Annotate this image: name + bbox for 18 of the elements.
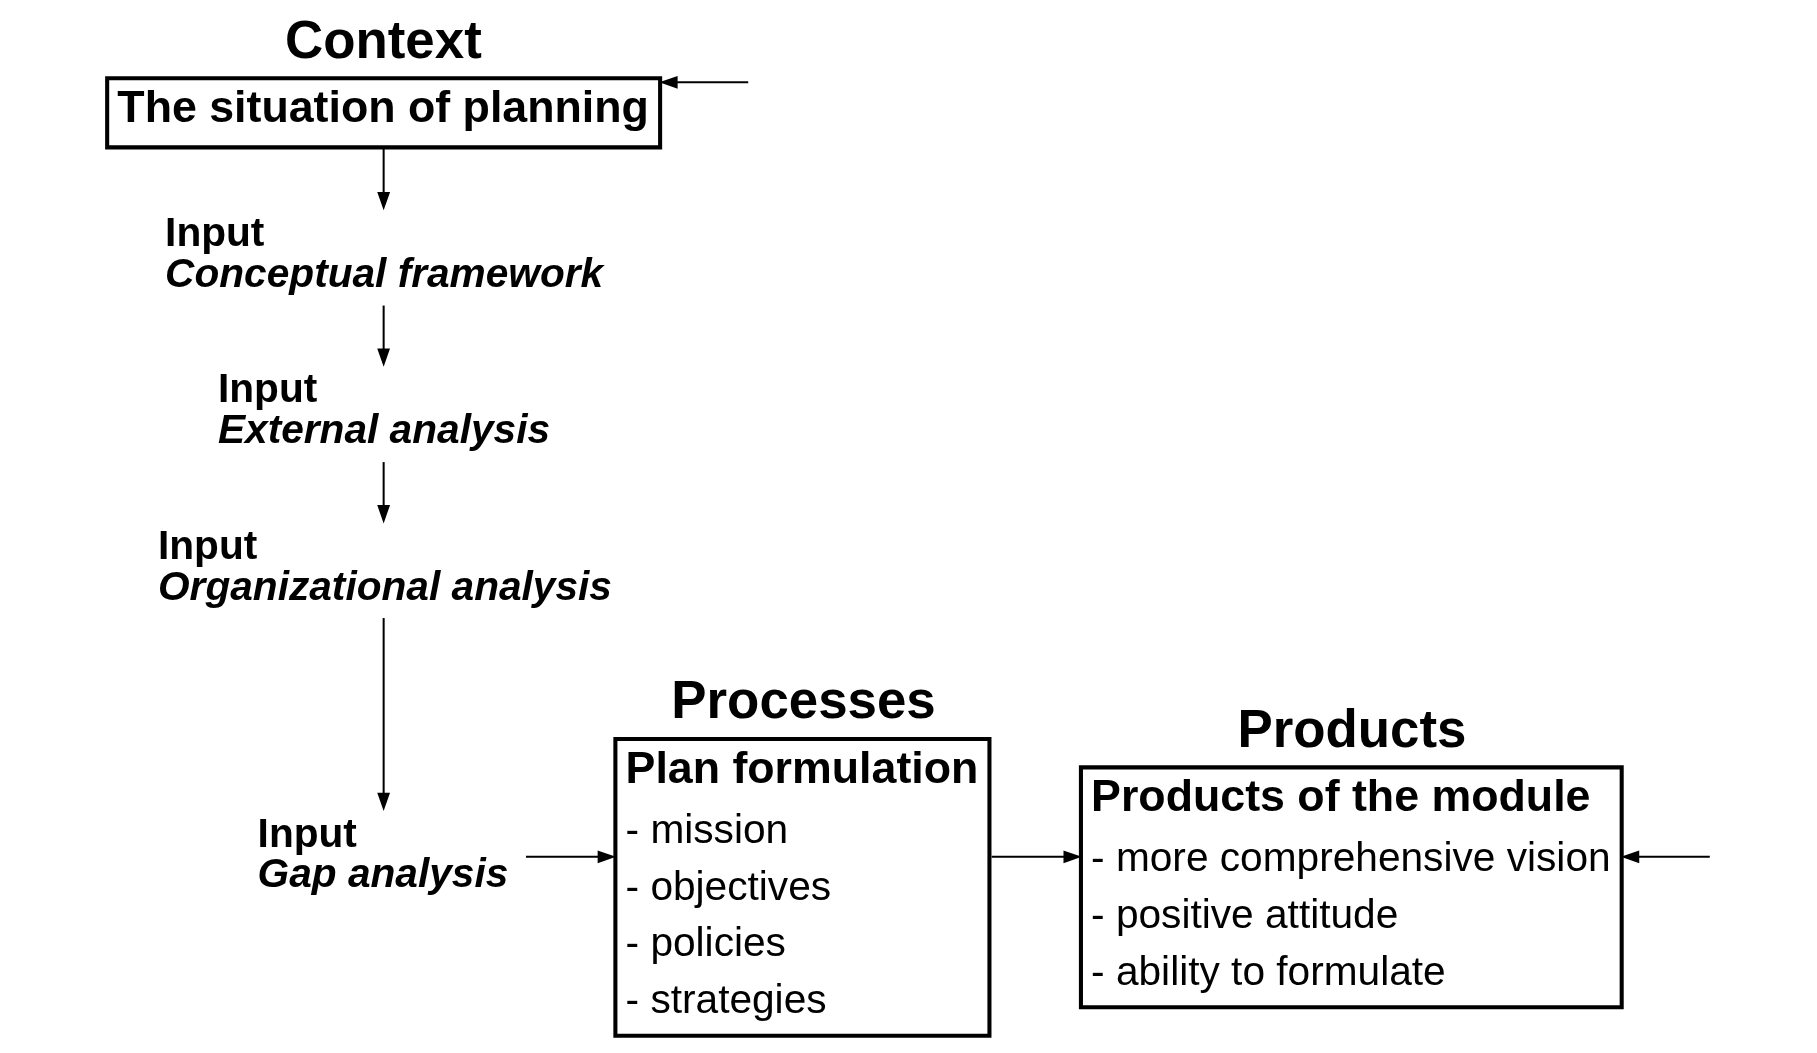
arrow <box>377 305 391 367</box>
arrow <box>377 462 391 524</box>
node-box: Products of the module - more comprehensive vision - positive attitude - ability to formulate <box>1078 765 1624 1010</box>
arrow <box>377 618 391 811</box>
node-box: The situation of planning <box>105 76 663 150</box>
node-label: Processes <box>671 670 936 730</box>
node-box: Plan formulation - mission - objectives - policies - strategies <box>613 736 992 1038</box>
arrow <box>659 75 749 89</box>
arrow <box>377 148 391 211</box>
arrow <box>1620 850 1710 864</box>
arrow <box>525 850 616 864</box>
arrow <box>991 850 1082 864</box>
node-text: Input Organizational analysis <box>157 522 612 609</box>
node-text: Input External analysis <box>217 365 551 453</box>
node-label: Products <box>1237 698 1467 758</box>
node-label: Context <box>285 9 482 69</box>
node-text: Input Conceptual framework <box>165 208 604 296</box>
node-text: Input Gap analysis <box>257 809 509 897</box>
